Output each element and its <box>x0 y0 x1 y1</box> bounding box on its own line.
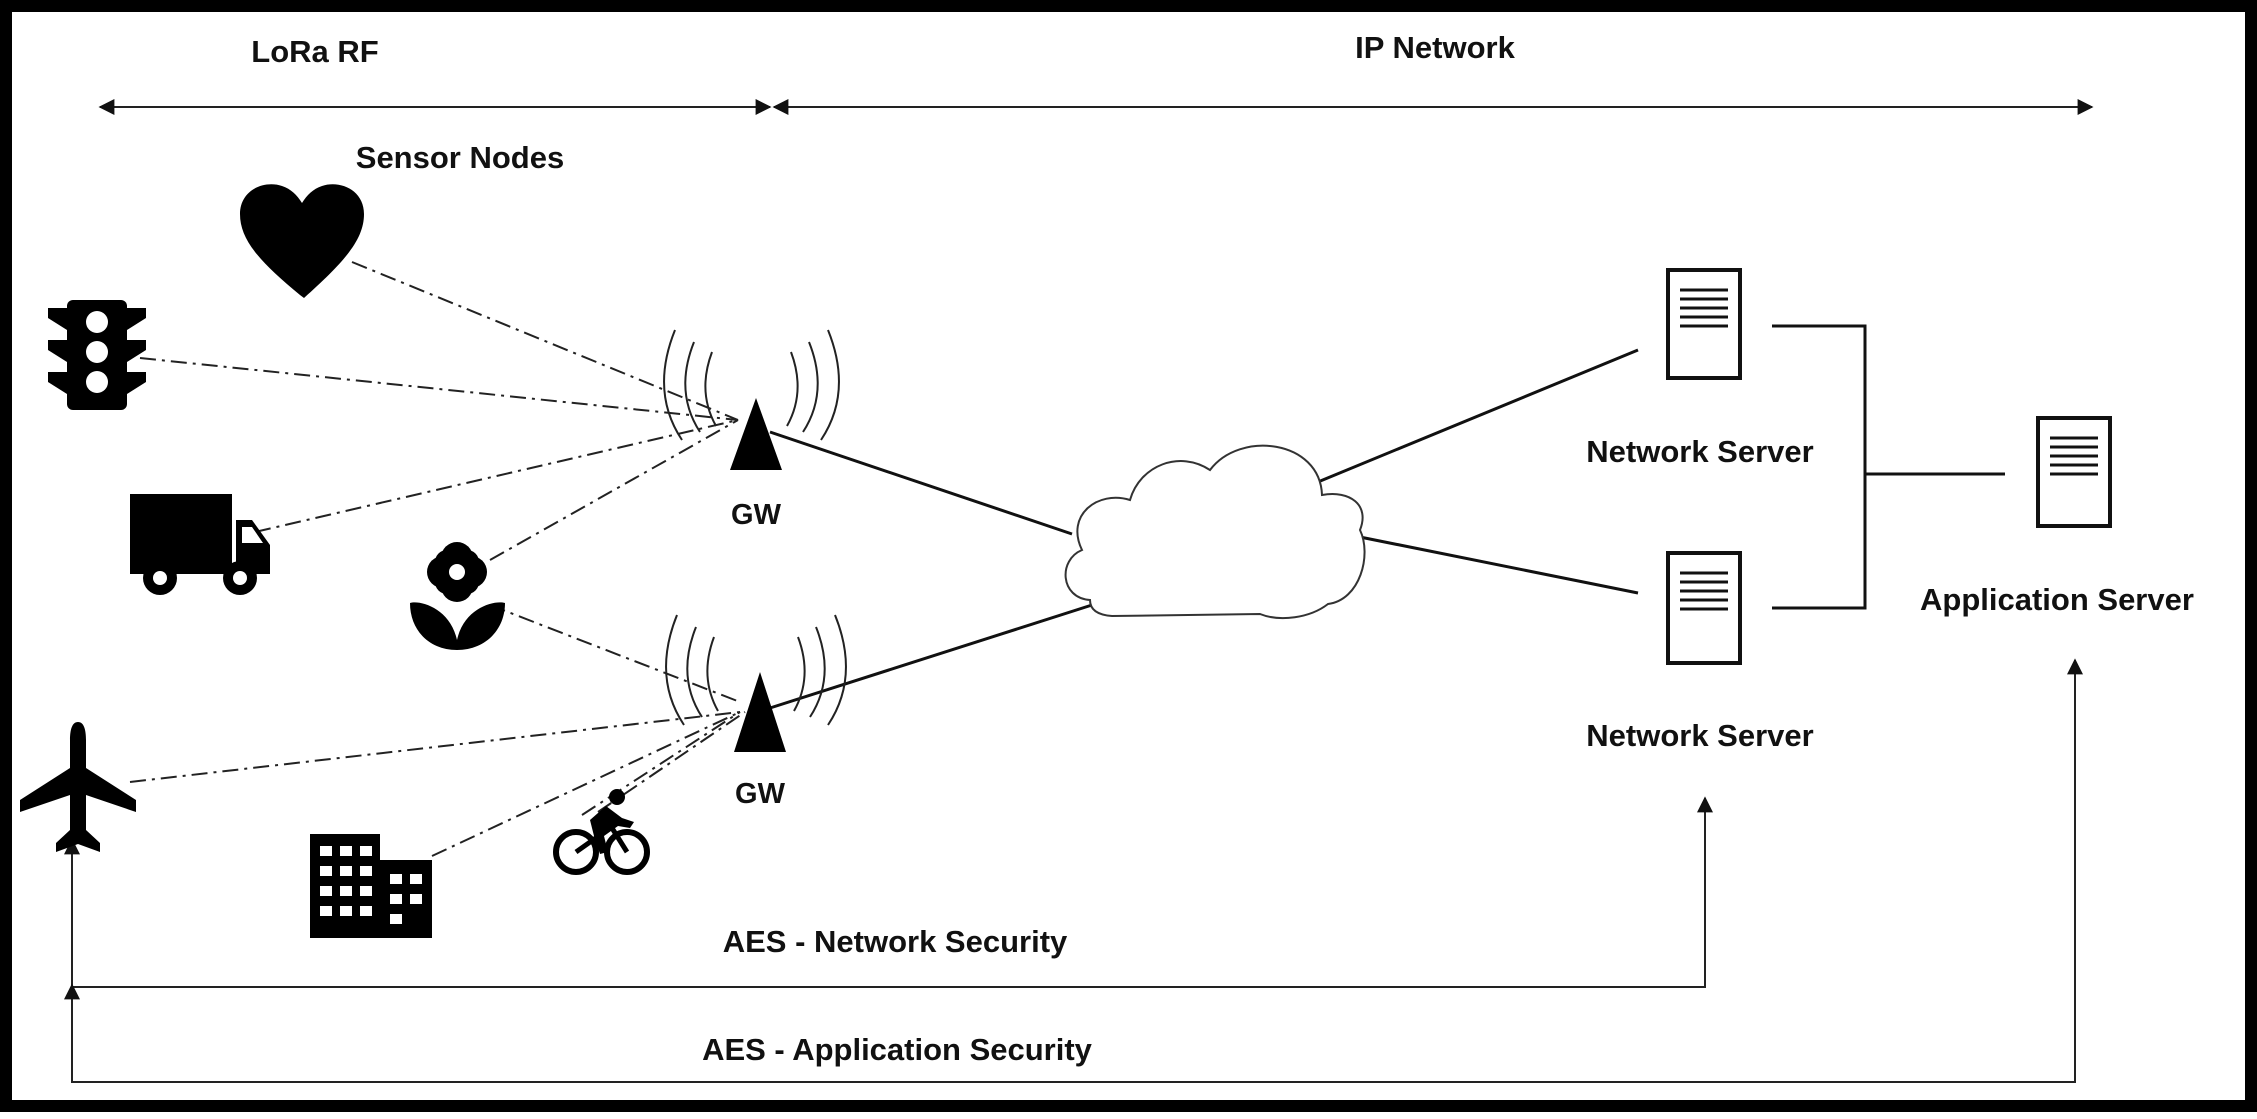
network-server-2-label: Network Server <box>1586 718 1813 753</box>
internet-cloud-icon <box>1064 444 1366 620</box>
network-server-2: Network Server <box>1586 551 1814 753</box>
truck-icon <box>130 494 270 595</box>
server-icon <box>2036 416 2112 528</box>
link-gw2-cloud <box>769 603 1093 710</box>
radio-waves-icon <box>663 329 840 441</box>
sensor-nodes-label: Sensor Nodes <box>356 140 564 175</box>
network-server-1-label: Network Server <box>1586 434 1813 469</box>
gateway-1: GW <box>663 329 840 531</box>
gateway-2-label: GW <box>735 778 786 810</box>
backhaul-links <box>769 324 2005 710</box>
flower-icon <box>410 542 505 650</box>
traffic-light-icon <box>48 300 146 410</box>
gateway-2: GW <box>665 614 847 810</box>
link-ns-bracket <box>1772 324 1867 610</box>
application-security-label: AES - Application Security <box>702 1032 1093 1067</box>
ip-network-label: IP Network <box>1355 30 1515 65</box>
link-flower-gw2 <box>489 604 741 703</box>
building-icon <box>310 834 432 938</box>
link-traffic-gw1 <box>139 357 739 421</box>
gateway-1-label: GW <box>731 499 782 531</box>
link-flower-gw1 <box>489 419 739 561</box>
heart-icon <box>240 184 364 298</box>
antenna-icon <box>734 672 786 752</box>
application-server: Application Server <box>1920 416 2194 617</box>
application-security-arrow <box>64 658 2083 1083</box>
link-airplane-gw2 <box>129 711 741 783</box>
link-truck-gw1 <box>254 419 739 533</box>
link-heart-gw1 <box>351 261 739 421</box>
antenna-icon <box>730 398 782 470</box>
network-security-label: AES - Network Security <box>723 924 1068 959</box>
cyclist-icon <box>553 789 650 875</box>
link-cloud-ns1 <box>1261 348 1639 507</box>
lora-rf-label: LoRa RF <box>251 34 378 69</box>
network-server-1: Network Server <box>1586 268 1814 469</box>
airplane-icon <box>20 722 136 852</box>
server-icon <box>1666 268 1742 380</box>
link-cloud-ns2 <box>1349 533 1639 595</box>
link-gw1-cloud <box>769 430 1073 536</box>
application-server-label: Application Server <box>1920 582 2194 617</box>
